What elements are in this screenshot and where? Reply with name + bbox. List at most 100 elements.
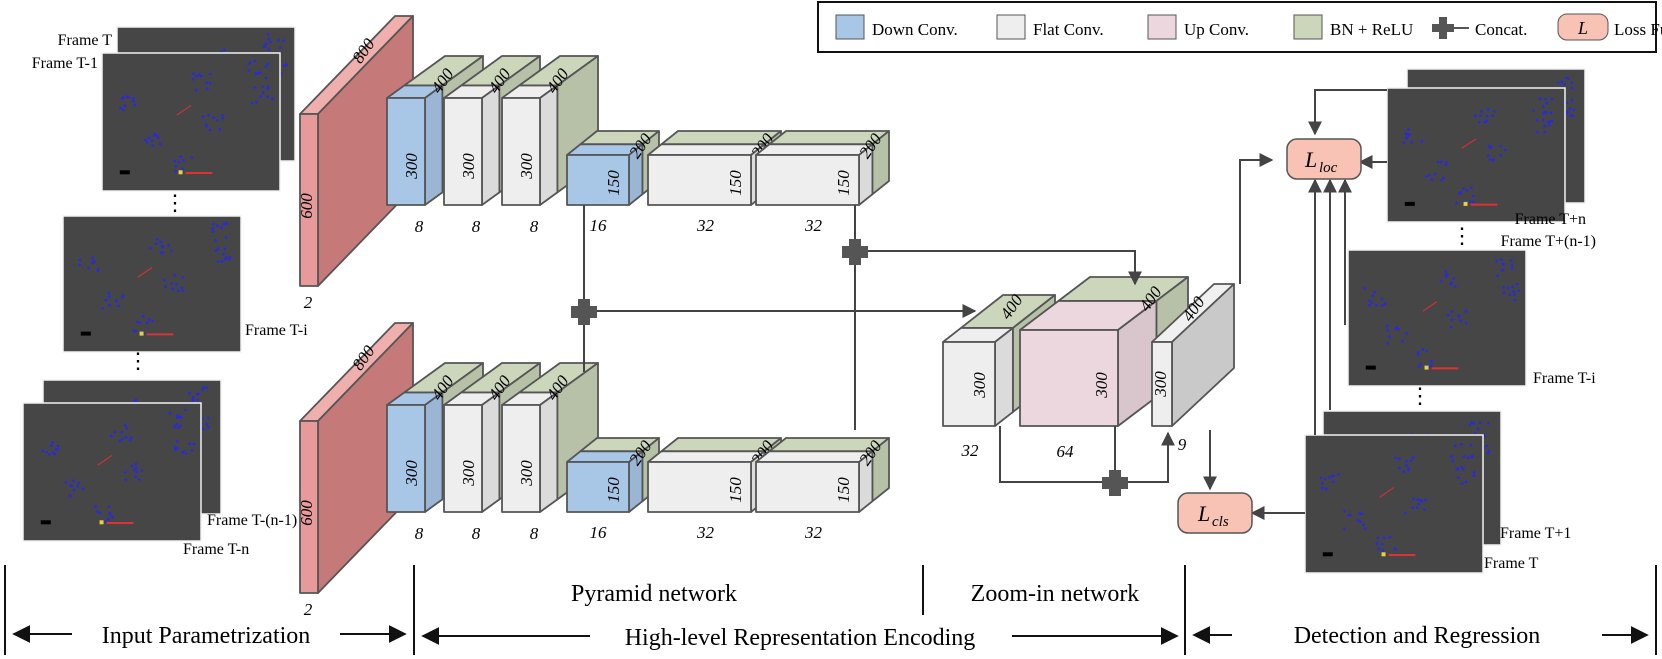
zoom-block-0-front [942, 341, 996, 427]
section-label-zoom: Zoom-in network [971, 581, 1140, 607]
input-frame-label-t: Frame T [58, 32, 113, 49]
pyramid-top-block-1-side [481, 84, 501, 206]
pyramid-top-block-2-channel-label: 8 [530, 217, 539, 236]
pyramid-top-block-0-channel-label: 8 [415, 217, 424, 236]
output-frame-label-t: Frame T [1484, 555, 1539, 572]
input-frame-label-t-i: Frame T-i [245, 322, 308, 339]
pyramid-top-block-5-width-label: 150 [834, 170, 853, 196]
legend-loss-symbol: L [1577, 18, 1588, 38]
pyramid-bottom-block-1-front [443, 404, 483, 513]
pyramid-top-block-3-front [566, 154, 630, 206]
network-blocks: 6008002600800230040083004008300400815020… [297, 15, 1235, 619]
pyramid-bottom-block-4-front [647, 461, 752, 513]
pyramid-bottom-block-5-channel-label: 32 [804, 523, 823, 542]
zoom-block-2-width-label: 300 [1151, 371, 1170, 398]
zoom-block-1-front [1019, 329, 1119, 427]
pyramid-top-block-1-channel-label: 8 [472, 217, 481, 236]
pyramid-top-block-5-side-bn [871, 130, 890, 196]
pyramid-bottom-block-5-side-bn [871, 437, 890, 503]
legend-frame [817, 1, 1657, 53]
section-label-detection: Detection and Regression [1294, 623, 1541, 649]
output-ellipsis-top: ⋮ [1451, 223, 1473, 248]
pyramid-bottom-block-0-channel-label: 8 [415, 524, 424, 543]
section-label-encoding: High-level Representation Encoding [625, 625, 976, 651]
loss-loc-box [1286, 138, 1362, 180]
pyramid-bottom-block-3-channel-label: 16 [590, 523, 608, 542]
pyramid-top-block-0-width-label: 300 [402, 153, 421, 180]
loss-loc-subscript: loc [1319, 160, 1338, 176]
pyramid-bottom-block-2-width-label: 300 [517, 460, 536, 487]
zoom-block-0-width-label: 300 [970, 372, 989, 399]
pyramid-bottom-block-4-channel-label: 32 [696, 523, 715, 542]
output-ellipsis-bottom: ⋮ [1409, 383, 1431, 408]
link-to-lloc [1239, 153, 1274, 284]
input-frame-label-t-1: Frame T-1 [32, 55, 98, 72]
pyramid-bottom-block-5-front [755, 461, 860, 513]
output-frame-bottom-front [1304, 434, 1484, 574]
pyramid-bottom-block-5-width-label: 150 [834, 477, 853, 503]
zoom-block-0-side [994, 326, 1014, 427]
legend: Down Conv. Flat Conv. Up Conv. BN + ReLU… [817, 1, 1662, 53]
output-frame-label-t-plus-n: Frame T+n [1515, 211, 1586, 228]
link-concat2-to-upconv [865, 250, 1142, 286]
pyramid-bottom-block-3-front [566, 461, 630, 513]
pyramid-top-block-5-front [755, 154, 860, 206]
pyramid-bottom-block-4-top [647, 450, 766, 463]
pyramid-top-block-1-front [443, 97, 483, 206]
pyramid-bottom-block-1-width-label: 300 [459, 460, 478, 487]
pyramid-bottom-block-2-front [501, 404, 541, 513]
input-frame-middle [62, 215, 242, 353]
output-frames [1304, 68, 1586, 574]
legend-label-down-conv: Down Conv. [872, 20, 958, 39]
legend-label-up-conv: Up Conv. [1184, 20, 1249, 39]
pyramid-bottom-block-0-front [386, 404, 426, 513]
loss-cls-subscript: cls [1212, 514, 1229, 530]
input-frame-front [101, 52, 281, 192]
legend-label-loss: Loss Function [1614, 20, 1662, 39]
input-frame-label-t-n-1: Frame T-(n-1) [207, 512, 297, 529]
input-frame-label-t-n: Frame T-n [183, 541, 249, 558]
pyramid-bottom-block-0-side [424, 391, 444, 513]
output-frame-middle [1347, 249, 1527, 387]
pyramid-bottom-block-1-side [481, 391, 501, 513]
zoom-block-1-channel-label: 64 [1057, 442, 1075, 461]
pyramid-top-block-2-side [539, 84, 559, 206]
concat-icon [571, 299, 597, 325]
input-ellipsis-top: ⋮ [164, 190, 186, 215]
section-dividers [4, 565, 1657, 655]
pyramid-top-block-4-top [647, 143, 766, 156]
pyramid-top-block-4-width-label: 150 [726, 170, 745, 196]
pyramid-top-block-4-channel-label: 32 [696, 216, 715, 235]
pyramid-bottom-block-1-channel-label: 8 [472, 524, 481, 543]
section-label-input: Input Parametrization [102, 623, 311, 649]
pyramid-top-input-front [299, 113, 319, 287]
pyramid-bottom-input-width-label: 600 [297, 500, 316, 526]
concat-icon [1102, 470, 1128, 496]
loss-loc-symbol: L [1304, 147, 1317, 172]
zoom-block-2-front [1151, 341, 1173, 427]
pyramid-top-block-3-channel-label: 16 [590, 216, 608, 235]
output-frame-front [1386, 87, 1566, 223]
input-ellipsis-bottom: ⋮ [127, 348, 149, 373]
legend-swatch-flat-conv [996, 14, 1026, 40]
pyramid-top-block-5-channel-label: 32 [804, 216, 823, 235]
pyramid-top-block-5-top [755, 143, 874, 156]
legend-concat-icon [1432, 17, 1469, 39]
loss-cls: L cls [1177, 492, 1253, 534]
output-frame-label-t-plus-1: Frame T+1 [1500, 525, 1571, 542]
pyramid-top-block-1-width-label: 300 [459, 153, 478, 180]
pyramid-top-block-2-width-label: 300 [517, 153, 536, 180]
link-skip-32 [999, 426, 1175, 483]
pyramid-top-input-channel-label: 2 [304, 293, 313, 312]
zoom-block-2-channel-label: 9 [1178, 435, 1187, 454]
pyramid-bottom-block-2-channel-label: 8 [530, 524, 539, 543]
legend-swatch-bn-relu [1293, 14, 1323, 40]
loss-loc: L loc [1286, 138, 1362, 180]
loss-cls-box [1177, 492, 1253, 534]
pyramid-top-block-0-side [424, 84, 444, 206]
legend-label-bn-relu: BN + ReLU [1330, 20, 1413, 39]
pyramid-bottom-block-0-width-label: 300 [402, 460, 421, 487]
zoom-block-0-channel-label: 32 [961, 441, 980, 460]
